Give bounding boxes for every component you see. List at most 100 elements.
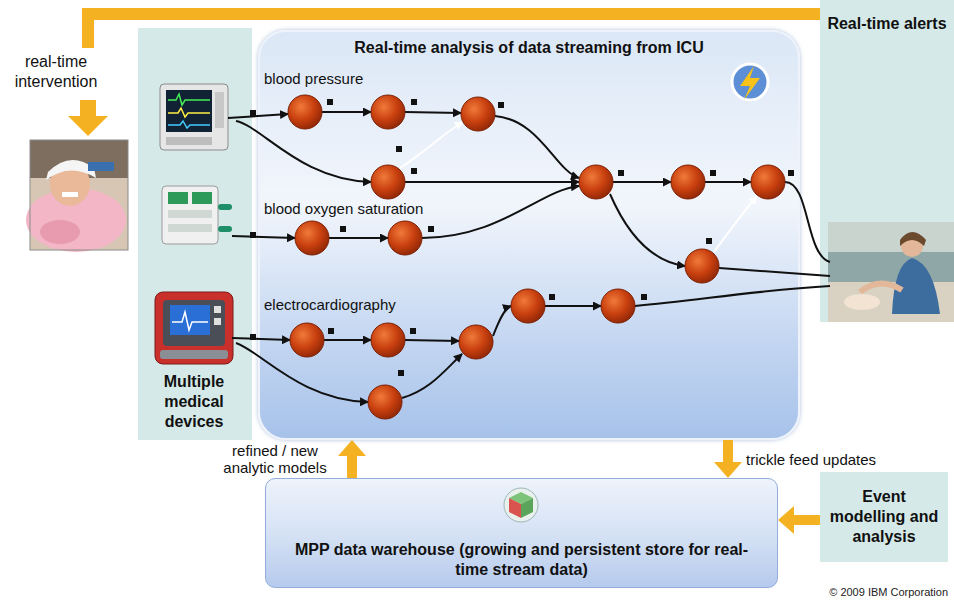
data-packet [398, 370, 404, 376]
stream-icon [740, 66, 760, 100]
infusion-pump [168, 210, 212, 218]
data-packet [706, 238, 712, 244]
text-slot: Multiple medical devices [142, 372, 246, 432]
monitor-device [168, 94, 210, 105]
stream-node [371, 165, 405, 199]
stream-node [671, 165, 705, 199]
stream-wire [322, 111, 371, 113]
stream-wire [405, 340, 459, 341]
device-panel: Multiple medical devices [138, 28, 252, 440]
data-packet [340, 226, 346, 232]
infusion-pump [162, 186, 218, 244]
stream-node [579, 165, 613, 199]
stream-node [601, 289, 635, 323]
data-packet [498, 102, 504, 108]
text-slot: © 2009 IBM Corporation [818, 586, 948, 599]
stream-wire [402, 354, 462, 398]
data-packet [710, 170, 716, 176]
stream-icon [732, 64, 768, 100]
panel-title: Real-time alerts [826, 14, 948, 34]
stream-node [290, 323, 324, 357]
ecg-device [155, 292, 233, 364]
event-box: Event modelling and analysis [820, 472, 948, 562]
flow-arrow [714, 440, 742, 478]
stream-wire [495, 116, 579, 178]
stream-node [371, 95, 405, 129]
nurse-photo [900, 232, 926, 246]
nurse-photo [828, 222, 954, 322]
patient-photo [62, 192, 78, 197]
patient-photo [40, 220, 80, 244]
patient-photo [88, 162, 114, 171]
stream-node [388, 221, 422, 255]
text-slot: Event modelling and analysis [826, 487, 942, 547]
monitor-device [160, 84, 228, 150]
infusion-pump [162, 186, 232, 244]
stream-wire [228, 114, 288, 118]
nurse-photo [828, 222, 954, 322]
stream-wire [228, 112, 751, 402]
infusion-pump [168, 192, 188, 204]
stream-wire [705, 181, 751, 183]
alert-wire [635, 286, 830, 306]
data-packet [250, 99, 794, 376]
box-title: Event modelling and analysis [826, 487, 942, 547]
ecg-device [214, 306, 221, 313]
stream-wire [613, 181, 671, 183]
note-label: real-time intervention [4, 52, 108, 92]
text-slot: real-time intervention [4, 52, 108, 92]
stream-wire [545, 305, 601, 307]
nurse-photo [828, 222, 954, 252]
stream-label: electrocardiography [264, 296, 396, 314]
stream-node [511, 289, 545, 323]
stream-label: blood oxygen saturation [264, 200, 423, 218]
copyright-note: © 2009 IBM Corporation [818, 586, 948, 599]
data-packet [788, 170, 794, 176]
warehouse-icon [504, 488, 538, 522]
ecg-device [214, 318, 221, 325]
stream-node [371, 323, 405, 357]
data-packet [396, 146, 402, 152]
feedback-wire [714, 196, 757, 252]
monitor-device [160, 84, 228, 150]
analysis-region: Real-time analysis of data streaming fro… [258, 30, 800, 440]
stream-node [461, 97, 495, 131]
text-slot: Real-time analysis of data streaming fro… [278, 38, 780, 58]
intervention-arrow [68, 100, 108, 136]
text-slot: electrocardiography [264, 296, 396, 314]
data-packet [327, 99, 333, 105]
monitor-device [215, 92, 224, 128]
monitor-device [168, 108, 210, 117]
patient-photo [26, 140, 128, 252]
intervention-arrow [68, 8, 820, 136]
data-packet [410, 328, 416, 334]
monitor-device [166, 137, 212, 145]
intervention-arrow [82, 8, 820, 20]
warehouse-icon [521, 498, 533, 518]
stream-wire [405, 112, 461, 113]
data-packet [250, 334, 256, 340]
edge-label: refined / new analytic models [216, 442, 334, 476]
monitor-device [166, 90, 212, 132]
stream-wire [329, 237, 388, 239]
feedback-wire [400, 122, 757, 252]
stream-wire [422, 186, 579, 238]
stream-wire [324, 339, 371, 341]
ecg-device [163, 300, 225, 346]
infusion-pump [218, 204, 232, 210]
text-slot: refined / new analytic models [216, 442, 334, 476]
data-packet [250, 232, 256, 238]
alerts-panel: Real-time alerts [820, 0, 954, 322]
stream-node [288, 95, 322, 129]
stream-wire [610, 194, 685, 266]
stream-wire [236, 121, 371, 182]
infusion-pump [168, 224, 212, 232]
data-packet [411, 168, 417, 174]
feedback-wire [400, 122, 463, 168]
data-packet [250, 110, 256, 116]
alert-wire [719, 268, 830, 276]
stream-label: blood pressure [264, 70, 363, 88]
